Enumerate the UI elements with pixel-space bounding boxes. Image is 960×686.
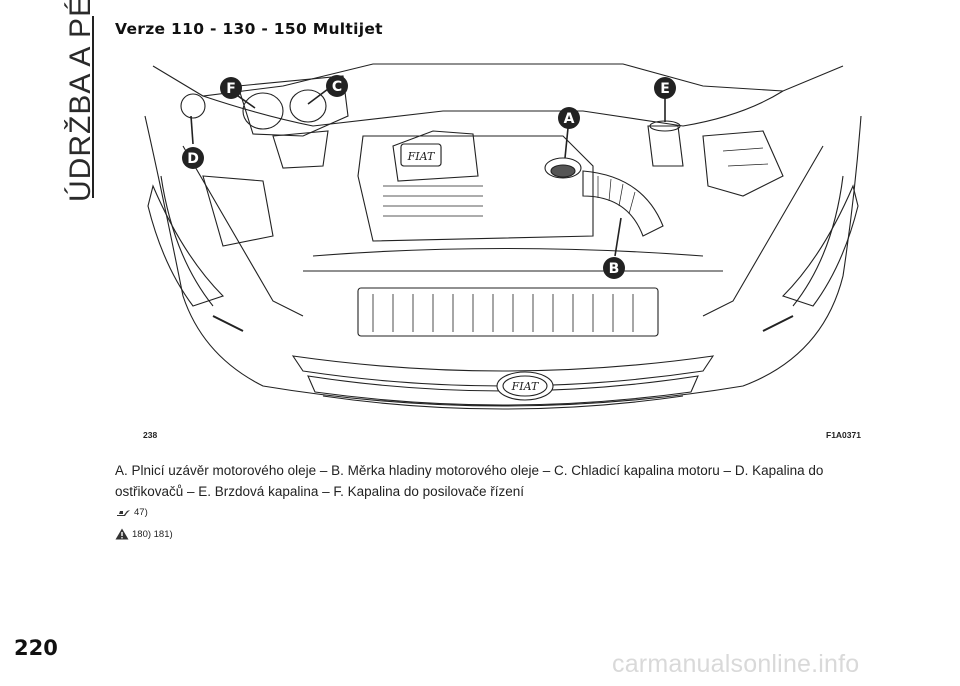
svg-text:C: C (332, 79, 342, 95)
figure-code: F1A0371 (826, 430, 861, 440)
watermark: carmanualsonline.info (612, 650, 860, 678)
callout-b: B (603, 257, 625, 279)
reference-warning: 180) 181) (115, 528, 173, 540)
figure-number: 238 (143, 430, 158, 440)
svg-text:B: B (609, 261, 620, 277)
callout-f: F (220, 77, 242, 99)
figure-caption: A. Plnicí uzávěr motorového oleje – B. M… (115, 463, 824, 499)
callout-c: C (326, 75, 348, 97)
oil-can-icon (117, 510, 130, 516)
grille-logo: FIAT (511, 380, 540, 393)
svg-text:A: A (564, 111, 575, 127)
side-section-title: ÚDRŽBA A PÉČE (38, 0, 98, 204)
side-rule (92, 16, 94, 198)
callout-e: E (654, 77, 676, 99)
svg-text:E: E (660, 81, 670, 97)
reference-oil: 47) (115, 506, 148, 518)
section-heading: Verze 110 - 130 - 150 Multijet (115, 20, 383, 38)
callout-d: D (182, 147, 204, 169)
callout-a: A (558, 107, 580, 129)
svg-text:F: F (226, 81, 236, 97)
svg-text:D: D (187, 151, 199, 167)
engine-logo: FIAT (407, 150, 436, 163)
warning-triangle-icon (115, 528, 129, 540)
reference-oil-text: 47) (134, 506, 148, 518)
page-number: 220 (14, 636, 58, 660)
engine-bay-figure: FIAT FIAT A B C D E (143, 56, 863, 432)
reference-warning-text: 180) 181) (132, 528, 173, 540)
